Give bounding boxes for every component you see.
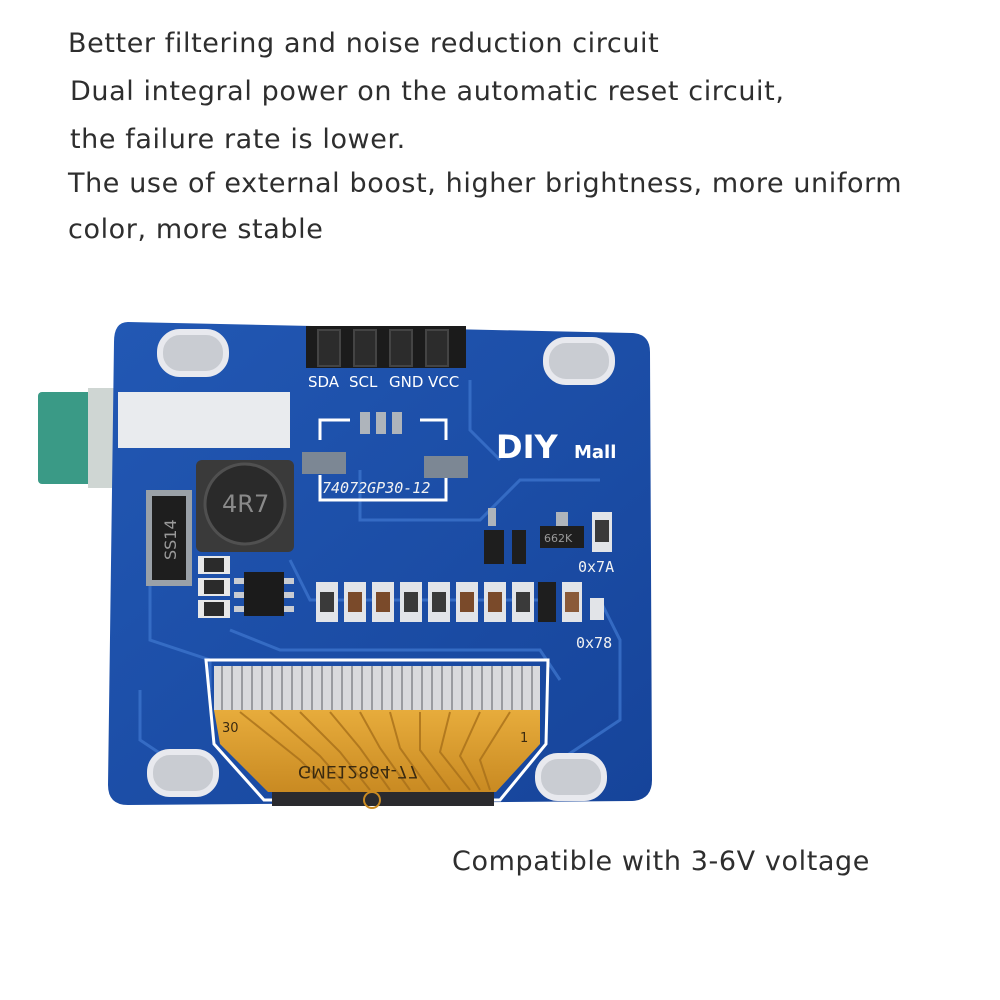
- regulator-marking: 662K: [544, 532, 573, 545]
- brand-logo: DIY Mall: [496, 428, 616, 466]
- pin-label-scl: SCL: [349, 373, 378, 391]
- inductor-marking: 4R7: [222, 490, 269, 518]
- diode-marking: SS14: [161, 519, 180, 560]
- inductor: 4R7: [196, 460, 294, 552]
- flex-pin-30: 30: [222, 721, 239, 736]
- address-label-0x7a: 0x7A: [578, 558, 614, 576]
- pin-label-vcc: VCC: [428, 373, 459, 391]
- pin-label-sda: SDA: [308, 373, 340, 391]
- brand-logo-diy: DIY: [496, 428, 558, 466]
- ic-chip: [234, 572, 294, 616]
- passive-row: [316, 582, 604, 622]
- feature-line-5: color, more stable: [68, 214, 324, 245]
- feature-line-2: Dual integral power on the automatic res…: [70, 76, 785, 107]
- flex-pin-1: 1: [520, 731, 528, 746]
- pin-header: [306, 326, 466, 368]
- silk-outline: [318, 418, 448, 502]
- mounting-holes: [147, 329, 615, 801]
- small-chip-pads: [302, 412, 468, 478]
- voltage-caption: Compatible with 3-6V voltage: [452, 846, 870, 877]
- passives-left: [198, 556, 230, 618]
- brand-logo-mall: Mall: [574, 442, 616, 463]
- feature-line-1: Better filtering and noise reduction cir…: [68, 28, 660, 59]
- feature-line-4: The use of external boost, higher bright…: [68, 168, 903, 199]
- pin-label-gnd: GND: [389, 373, 423, 391]
- flex-label: GME12864-77: [298, 761, 418, 781]
- address-label-0x78: 0x78: [576, 634, 612, 652]
- diode: SS14: [146, 490, 192, 586]
- part-code: 74072GP30-12: [322, 479, 430, 497]
- voltage-regulator: 662K: [484, 508, 612, 564]
- pin-labels: SDA SCL GND VCC: [308, 373, 459, 391]
- oled-flex-connector: GME12864-77 30 1: [204, 658, 550, 809]
- white-label-strip: [118, 392, 290, 448]
- feature-line-3: the failure rate is lower.: [70, 124, 406, 155]
